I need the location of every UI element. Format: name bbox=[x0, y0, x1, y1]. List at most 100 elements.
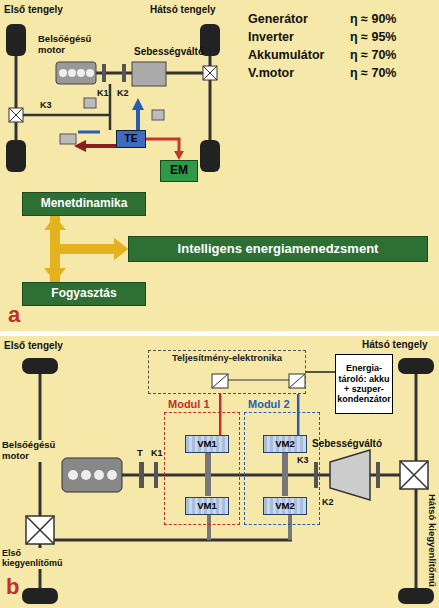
motor-box: VM2 bbox=[263, 497, 307, 515]
module-heading: Modul 1 bbox=[167, 398, 211, 411]
drawing-part bbox=[26, 516, 54, 544]
part-label: Első kiegyenlítőmű bbox=[2, 548, 74, 569]
drawing-part bbox=[22, 588, 58, 604]
drawing-part bbox=[94, 470, 104, 480]
part-label: Belsőégésű motor bbox=[2, 440, 60, 462]
part-label: Sebességváltó bbox=[134, 46, 204, 58]
part-label: K2 bbox=[322, 497, 334, 507]
connector bbox=[55, 238, 128, 282]
node-text: VM2 bbox=[275, 439, 295, 450]
node-text: Menetdinamika bbox=[41, 197, 128, 211]
part-label: Hátsó kiegyenlítőmű bbox=[426, 494, 437, 587]
motor-box: VM2 bbox=[263, 435, 307, 453]
storage-box: Energia-tároló: akku + szuper-kondenzáto… bbox=[335, 354, 393, 414]
part-label: Sebességváltó bbox=[312, 438, 382, 450]
node-text: EM bbox=[170, 164, 188, 178]
node-text: VM1 bbox=[197, 439, 217, 450]
drawing-part bbox=[314, 462, 318, 488]
drawing-part bbox=[68, 69, 76, 77]
drawing-part bbox=[205, 452, 211, 496]
connector-line bbox=[146, 139, 179, 154]
efficiency-text: η ≈ 95% bbox=[350, 30, 396, 44]
part-label: K3 bbox=[40, 100, 52, 110]
drawing-part bbox=[289, 374, 305, 388]
drawing-part bbox=[398, 588, 434, 604]
arrow-head bbox=[114, 238, 128, 260]
efficiency-text: η ≈ 90% bbox=[350, 12, 396, 26]
drawing-part bbox=[139, 462, 144, 488]
panel-b-ground bbox=[0, 336, 439, 608]
panel-letter: b bbox=[6, 574, 19, 599]
panel-letter: a bbox=[8, 302, 20, 327]
motor-box: VM1 bbox=[185, 497, 229, 515]
part-label: Belsőégésű motor bbox=[38, 34, 100, 56]
efficiency-text: V.motor bbox=[248, 66, 294, 80]
drawing-part bbox=[288, 514, 292, 540]
node-text: Energia-tároló: akku + szuper-kondenzáto… bbox=[337, 363, 391, 404]
drawing-part bbox=[102, 64, 106, 82]
drawing-part bbox=[15, 56, 18, 140]
drawing-part bbox=[81, 470, 91, 480]
drawing-part bbox=[6, 140, 26, 172]
connector-line bbox=[55, 249, 118, 282]
drawing-part bbox=[54, 539, 292, 542]
connector-line bbox=[219, 394, 222, 435]
drawing-part bbox=[228, 380, 289, 381]
drawing-part bbox=[68, 470, 78, 480]
drawing-part bbox=[86, 69, 94, 77]
connector bbox=[220, 394, 221, 435]
connector bbox=[298, 394, 299, 435]
drawing-part bbox=[56, 62, 96, 84]
part-label: T bbox=[137, 448, 143, 459]
node-text: Intelligens energiamenedzsment bbox=[178, 242, 379, 257]
topic-box: Menetdinamika bbox=[22, 192, 146, 216]
part-label: Hátsó tengely bbox=[362, 339, 428, 351]
drawing-part bbox=[212, 374, 228, 388]
drawing-part bbox=[74, 140, 86, 152]
drawing-part bbox=[203, 66, 217, 80]
efficiency-text: η ≈ 70% bbox=[350, 66, 396, 80]
topic-box: Fogyasztás bbox=[22, 282, 146, 306]
efficiency-text: Akkumulátor bbox=[248, 48, 324, 62]
node-text: VM2 bbox=[275, 501, 295, 512]
connector bbox=[306, 372, 335, 373]
drawing-part bbox=[132, 62, 166, 86]
drawing-part bbox=[200, 140, 220, 172]
drawing-part bbox=[26, 516, 54, 544]
efficiency-text: η ≈ 70% bbox=[350, 48, 396, 62]
drawing-part bbox=[122, 474, 330, 477]
connector bbox=[146, 139, 184, 160]
drawing-part bbox=[77, 69, 85, 77]
motor-box: EM bbox=[160, 160, 198, 182]
efficiency-text: Inverter bbox=[248, 30, 294, 44]
converter-box: TE bbox=[116, 130, 146, 148]
efficiency-text: Generátor bbox=[248, 12, 308, 26]
topic-box: Intelligens energiamenedzsment bbox=[128, 236, 428, 262]
drawing-part bbox=[398, 358, 434, 374]
drawing-part bbox=[282, 452, 288, 496]
drawing-part bbox=[152, 110, 164, 120]
module-region: Modul 2VM2VM2 bbox=[244, 412, 320, 525]
drawing-part bbox=[62, 458, 122, 492]
arrow-head bbox=[114, 238, 128, 260]
drawing-part bbox=[154, 462, 158, 488]
drawing-part bbox=[212, 374, 228, 388]
car-schematic bbox=[6, 24, 220, 172]
drawing-part bbox=[6, 24, 26, 56]
part-label: K2 bbox=[117, 88, 129, 98]
drawing-part bbox=[109, 84, 112, 130]
part-label: K1 bbox=[97, 88, 109, 98]
drivetrain bbox=[22, 358, 434, 604]
drawing-part bbox=[289, 374, 305, 388]
part-label: Első tengely bbox=[4, 4, 63, 16]
part-label: K1 bbox=[151, 448, 163, 458]
connector-line bbox=[297, 394, 300, 435]
drawing-part bbox=[132, 98, 144, 110]
drawing-part bbox=[330, 450, 370, 500]
drawing-part bbox=[59, 69, 67, 77]
drawing-part bbox=[23, 114, 110, 117]
drawing-part bbox=[370, 474, 400, 477]
part-label: K3 bbox=[297, 455, 309, 465]
part-label: Első tengely bbox=[4, 340, 63, 352]
